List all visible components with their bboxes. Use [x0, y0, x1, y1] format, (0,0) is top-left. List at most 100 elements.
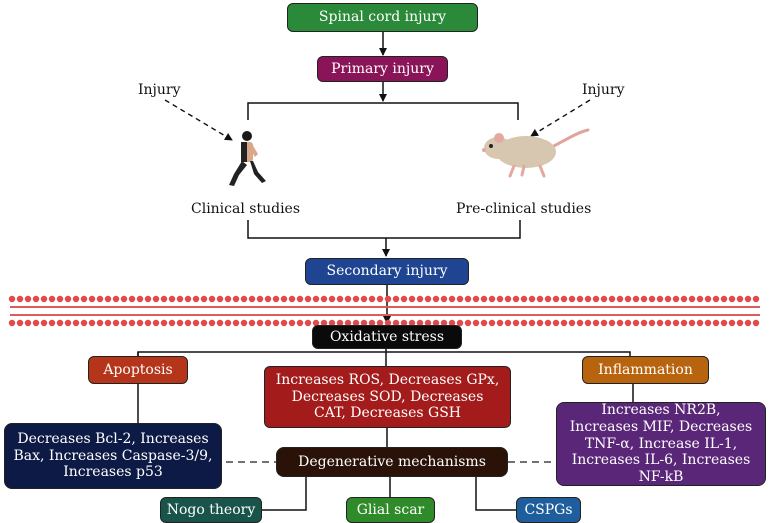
- membrane-head: [600, 319, 608, 327]
- membrane-head: [120, 319, 128, 327]
- membrane-head: [536, 295, 544, 303]
- membrane-head: [256, 295, 264, 303]
- membrane-head: [728, 295, 736, 303]
- membrane-head: [496, 319, 504, 327]
- walking-person-icon: [229, 131, 266, 186]
- membrane-head: [584, 295, 592, 303]
- membrane-head: [232, 319, 240, 327]
- membrane-head: [304, 295, 312, 303]
- membrane-head: [688, 295, 696, 303]
- membrane-head: [728, 319, 736, 327]
- membrane-head: [496, 295, 504, 303]
- membrane-head: [672, 319, 680, 327]
- membrane-head: [8, 295, 16, 303]
- membrane-head: [80, 295, 88, 303]
- membrane-head: [720, 295, 728, 303]
- membrane-head: [384, 295, 392, 303]
- membrane-head: [248, 319, 256, 327]
- node-secondary-injury: Secondary injury: [305, 258, 469, 285]
- label-preclinical-studies: Pre-clinical studies: [456, 201, 592, 217]
- membrane-head: [216, 319, 224, 327]
- membrane-head: [144, 319, 152, 327]
- membrane-head: [664, 295, 672, 303]
- membrane-head: [88, 295, 96, 303]
- membrane-head: [528, 319, 536, 327]
- membrane-head: [456, 319, 464, 327]
- membrane-head: [72, 319, 80, 327]
- membrane-head: [240, 319, 248, 327]
- membrane-head: [480, 295, 488, 303]
- membrane-head: [744, 295, 752, 303]
- membrane-head: [256, 319, 264, 327]
- membrane-head: [472, 295, 480, 303]
- membrane-head: [288, 319, 296, 327]
- membrane-head: [648, 295, 656, 303]
- membrane-head: [576, 295, 584, 303]
- membrane-head: [96, 295, 104, 303]
- membrane-head: [192, 295, 200, 303]
- membrane-head: [712, 295, 720, 303]
- membrane-head: [296, 319, 304, 327]
- membrane-head: [656, 295, 664, 303]
- membrane-head: [680, 295, 688, 303]
- membrane-head: [608, 319, 616, 327]
- membrane-head: [336, 319, 344, 327]
- membrane-head: [344, 319, 352, 327]
- membrane-head: [40, 319, 48, 327]
- membrane-head: [432, 319, 440, 327]
- node-nogo-theory: Nogo theory: [160, 497, 262, 523]
- membrane-head: [64, 319, 72, 327]
- membrane-head: [704, 319, 712, 327]
- node-spinal-cord-injury: Spinal cord injury: [287, 3, 478, 32]
- membrane-head: [400, 319, 408, 327]
- membrane-head: [624, 319, 632, 327]
- line-to-cspgs: [475, 477, 516, 511]
- membrane-head: [448, 319, 456, 327]
- membrane-head: [64, 295, 72, 303]
- membrane-head: [616, 319, 624, 327]
- membrane-head: [552, 295, 560, 303]
- membrane-head: [360, 295, 368, 303]
- membrane-head: [352, 319, 360, 327]
- membrane-head: [432, 295, 440, 303]
- membrane-head: [464, 295, 472, 303]
- membrane-head: [408, 295, 416, 303]
- membrane-head: [8, 319, 16, 327]
- membrane-head: [280, 319, 288, 327]
- membrane-head: [736, 319, 744, 327]
- membrane-head: [640, 295, 648, 303]
- node-apoptosis: Apoptosis: [88, 356, 188, 384]
- membrane-head: [328, 319, 336, 327]
- membrane-head: [168, 319, 176, 327]
- membrane-head: [80, 319, 88, 327]
- node-cspgs: CSPGs: [516, 497, 581, 523]
- membrane-head: [688, 319, 696, 327]
- membrane-head: [104, 295, 112, 303]
- membrane-head: [216, 295, 224, 303]
- membrane-head: [128, 319, 136, 327]
- node-glial-scar: Glial scar: [346, 497, 435, 523]
- membrane-head: [368, 295, 376, 303]
- membrane-head: [152, 319, 160, 327]
- membrane-head: [296, 295, 304, 303]
- membrane-head: [520, 319, 528, 327]
- membrane-head: [368, 319, 376, 327]
- membrane-head: [208, 295, 216, 303]
- membrane-head: [360, 319, 368, 327]
- membrane-head: [560, 319, 568, 327]
- membrane-head: [240, 295, 248, 303]
- membrane-head: [344, 295, 352, 303]
- membrane-head: [696, 319, 704, 327]
- membrane-head: [640, 319, 648, 327]
- membrane-head: [504, 295, 512, 303]
- membrane-head: [576, 319, 584, 327]
- membrane-head: [160, 319, 168, 327]
- membrane-head: [56, 295, 64, 303]
- membrane-head: [288, 295, 296, 303]
- membrane-head: [16, 295, 24, 303]
- membrane-head: [472, 319, 480, 327]
- membrane-head: [136, 319, 144, 327]
- dashed-arrow-injury-left: [164, 99, 233, 141]
- membrane-head: [392, 295, 400, 303]
- membrane-head: [48, 295, 56, 303]
